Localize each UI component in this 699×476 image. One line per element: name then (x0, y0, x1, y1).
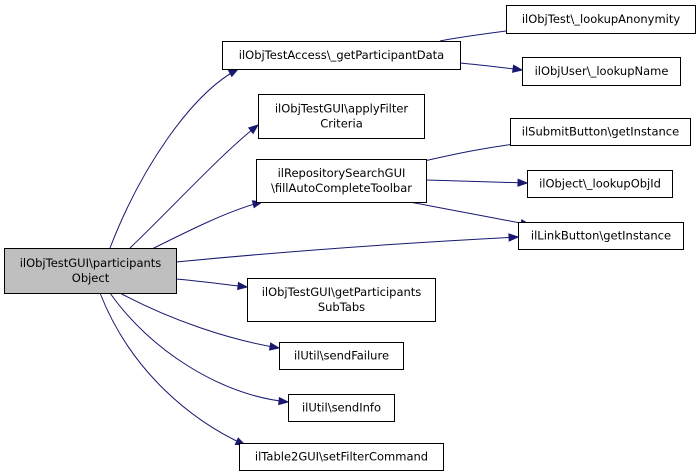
node-linkButton[interactable]: ilLinkButton\getInstance (518, 222, 684, 250)
node-box (4, 248, 177, 294)
node-box (506, 5, 696, 34)
node-label: ilObjTestGUI\getParticipants (262, 285, 422, 299)
node-label: \fillAutoCompleteToolbar (271, 181, 412, 195)
node-getParticipantData[interactable]: ilObjTestAccess\_getParticipantData (222, 41, 461, 70)
edge-fillAutoComplete-to-linkButton (409, 201, 532, 228)
node-label: ilObjTest\_lookupAnonymity (522, 12, 681, 26)
arrowhead (512, 64, 524, 73)
node-lookupName[interactable]: ilObjUser\_lookupName (522, 57, 681, 86)
edge-fillAutoComplete-to-lookupObjId (425, 178, 529, 187)
node-label: Object (72, 271, 110, 285)
arrowhead (268, 342, 281, 351)
node-label: SubTabs (318, 300, 365, 314)
node-label: ilObject\_lookupObjId (539, 177, 661, 191)
node-lookupAnonymity[interactable]: ilObjTest\_lookupAnonymity (506, 5, 696, 34)
arrowhead (517, 178, 529, 187)
node-label: ilLinkButton\getInstance (531, 229, 671, 243)
node-label: ilObjUser\_lookupName (535, 64, 669, 78)
arrowhead (237, 281, 249, 291)
node-label: ilUtil\sendInfo (302, 401, 381, 415)
edge-root-to-sendInfo (109, 292, 290, 406)
node-label: ilRepositorySearchGUI (278, 166, 406, 180)
node-label: ilObjTestGUI\applyFilter (275, 102, 409, 116)
node-label: ilObjTestAccess\_getParticipantData (239, 48, 444, 62)
node-sendFailure[interactable]: ilUtil\sendFailure (279, 342, 404, 370)
node-box (247, 278, 436, 322)
node-box (239, 443, 444, 471)
node-label: Criteria (320, 117, 363, 131)
node-box (256, 159, 427, 203)
node-submitButton[interactable]: ilSubmitButton\getInstance (510, 118, 691, 146)
node-box (527, 170, 673, 198)
edge-root-to-getParticipantData (109, 68, 240, 249)
arrowhead (247, 124, 260, 135)
edge-root-to-linkButton (175, 233, 520, 263)
edge-root-to-getParticipantsSubTabs (175, 278, 249, 291)
node-box (222, 41, 461, 70)
arrowhead (227, 68, 240, 78)
edge-root-to-sendFailure (119, 292, 281, 351)
edge-root-to-setFilterCommand (99, 292, 247, 446)
node-box (288, 394, 395, 422)
node-setFilterCommand[interactable]: ilTable2GUI\setFilterCommand (239, 443, 444, 471)
node-box (258, 94, 425, 139)
node-box (510, 118, 691, 146)
edge-getParticipantData-to-lookupName (459, 62, 524, 73)
node-box (522, 57, 681, 86)
node-sendInfo[interactable]: ilUtil\sendInfo (288, 394, 395, 422)
node-label: ilUtil\sendFailure (294, 349, 389, 363)
arrowhead (278, 396, 290, 406)
node-box (518, 222, 684, 250)
edge-root-to-fillAutoComplete (149, 200, 264, 251)
node-fillAutoComplete[interactable]: ilRepositorySearchGUI\fillAutoCompleteTo… (256, 159, 427, 203)
node-label: ilObjTestGUI\participants (20, 256, 162, 270)
node-label: ilTable2GUI\setFilterCommand (255, 450, 428, 464)
node-label: ilSubmitButton\getInstance (522, 125, 679, 139)
arrowhead (508, 233, 520, 242)
edge-root-to-applyFilter (129, 124, 260, 249)
node-lookupObjId[interactable]: ilObject\_lookupObjId (527, 170, 673, 198)
node-box (279, 342, 404, 370)
